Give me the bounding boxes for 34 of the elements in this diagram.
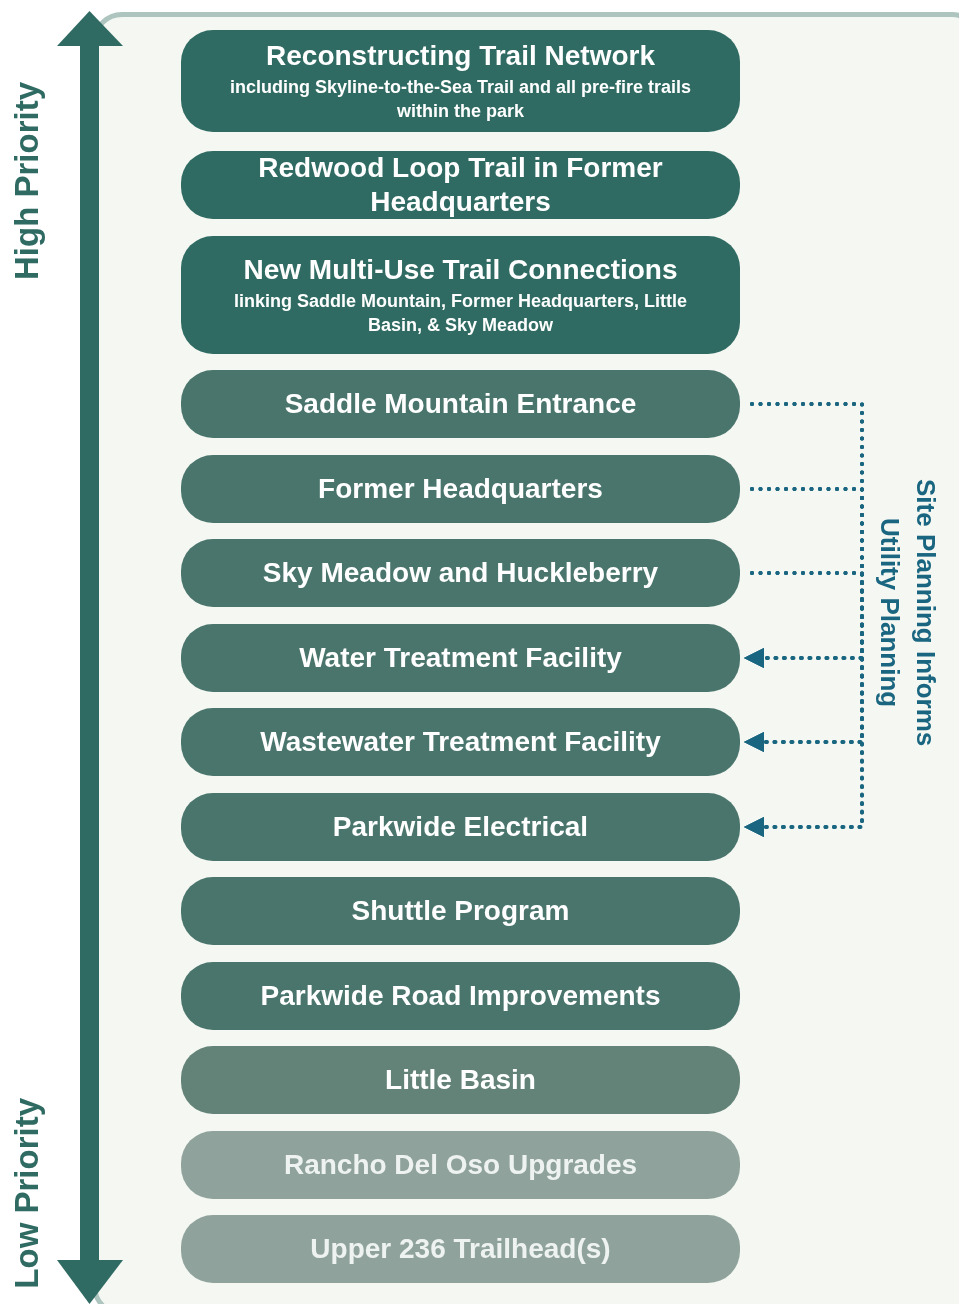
bracket-label: Site Planning Informs Utility Planning [874, 477, 942, 749]
box-title: Wastewater Treatment Facility [260, 725, 661, 759]
priority-box [181, 455, 740, 523]
box-title: Water Treatment Facility [299, 641, 622, 675]
priority-box [181, 370, 740, 438]
priority-box [181, 793, 740, 861]
box-title: Former Headquarters [318, 472, 603, 506]
priority-box [181, 30, 740, 132]
box-title: Reconstructing Trail Network [266, 39, 655, 73]
priority-box [181, 151, 740, 219]
priority-box [181, 877, 740, 945]
axis-label: High Priority [8, 82, 46, 281]
priority-box [181, 1131, 740, 1199]
box-title: Upper 236 Trailhead(s) [310, 1232, 611, 1266]
box-title: Parkwide Road Improvements [260, 979, 661, 1013]
box-title: New Multi-Use Trail Connections [243, 253, 678, 287]
box-subtitle: including Skyline-to-the-Sea Trail and all pre-fire trails within the park [228, 76, 693, 123]
box-title: Shuttle Program [351, 894, 570, 928]
box-title: Saddle Mountain Entrance [284, 387, 637, 421]
box-title: Redwood Loop Trail in Former Headquarters [257, 151, 664, 219]
priority-box [181, 539, 740, 607]
priority-box [181, 236, 740, 354]
priority-box [181, 1046, 740, 1114]
priority-box [181, 962, 740, 1030]
box-title: Parkwide Electrical [332, 810, 589, 844]
box-subtitle: linking Saddle Mountain, Former Headquarters, Little Basin, & Sky Meadow [232, 290, 689, 337]
dotted-arrow [744, 571, 864, 837]
priority-box [181, 708, 740, 776]
box-title: Sky Meadow and Huckleberry [262, 556, 659, 590]
box-title: Rancho Del Oso Upgrades [283, 1148, 638, 1182]
box-title: Little Basin [385, 1063, 536, 1097]
priority-box [181, 1215, 740, 1283]
axis-label: Low Priority [8, 1098, 46, 1289]
priority-box [181, 624, 740, 692]
